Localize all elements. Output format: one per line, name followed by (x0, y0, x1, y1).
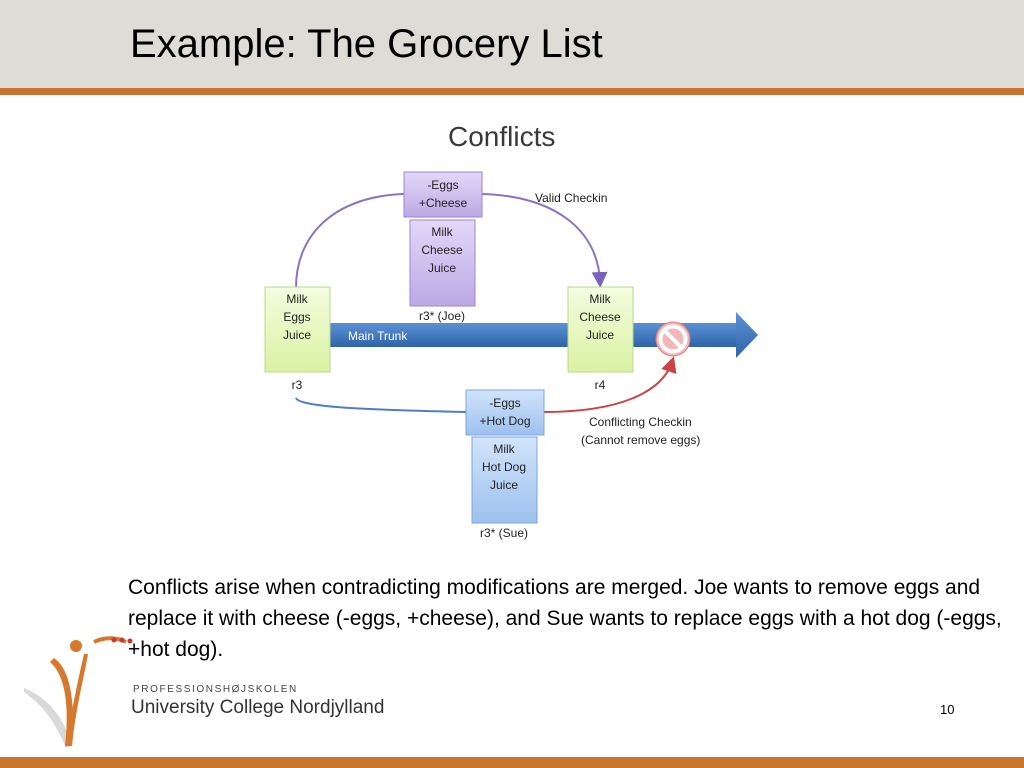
slide-title: Example: The Grocery List (130, 22, 603, 66)
sue-change-item: -Eggs (489, 396, 520, 410)
logo-top-line: PROFESSIONSHØJSKOLEN (133, 684, 298, 695)
r4-label: r4 (595, 378, 606, 392)
valid-checkin-label: Valid Checkin (535, 191, 607, 205)
joe-change-item: -Eggs (427, 178, 458, 192)
joe-revision-label: r3* (Joe) (419, 309, 465, 323)
joe-list-box (409, 219, 476, 307)
valid-checkin-arc (481, 193, 608, 288)
sue-list-item: Juice (490, 478, 518, 492)
conflicts-diagram: Conflicts Main Trunk Valid Checkin Milk … (264, 121, 758, 540)
sue-list-item: Milk (493, 442, 515, 456)
r4-revision-box (567, 286, 634, 373)
sue-revision-label: r3* (Sue) (480, 526, 528, 540)
header-rule (0, 88, 1024, 95)
r4-item: Juice (586, 328, 614, 342)
sue-list-box (471, 436, 538, 524)
r3-item: Milk (286, 292, 308, 306)
joe-list-item: Cheese (421, 243, 463, 257)
logo-name: University College Nordjylland (131, 697, 385, 718)
main-trunk-label: Main Trunk (348, 329, 408, 343)
page-number: 10 (940, 702, 955, 717)
sue-change-box (465, 389, 545, 436)
no-entry-icon (655, 321, 691, 357)
conflict-label-line: Conflicting Checkin (589, 415, 692, 429)
slide-body-text: Conflicts arise when contradicting modif… (128, 576, 1002, 661)
r3-label: r3 (292, 378, 303, 392)
r4-item: Milk (589, 292, 611, 306)
r3-revision-box (264, 286, 331, 373)
footer-rule (0, 757, 1024, 768)
sue-branch-arc (295, 397, 467, 413)
r3-item: Eggs (283, 310, 310, 324)
joe-list-item: Juice (428, 261, 456, 275)
r4-item: Cheese (579, 310, 621, 324)
joe-change-box (403, 171, 483, 218)
r3-item: Juice (283, 328, 311, 342)
sue-list-item: Hot Dog (482, 460, 526, 474)
diagram-title: Conflicts (448, 121, 555, 152)
joe-change-item: +Cheese (419, 196, 468, 210)
joe-list-item: Milk (431, 225, 453, 239)
slide-header (0, 0, 1024, 88)
joe-branch-arc (295, 193, 405, 289)
sue-change-item: +Hot Dog (479, 414, 530, 428)
conflicting-checkin-arc (543, 356, 677, 413)
college-logo-icon (24, 636, 133, 748)
conflict-label-line: (Cannot remove eggs) (581, 433, 700, 447)
